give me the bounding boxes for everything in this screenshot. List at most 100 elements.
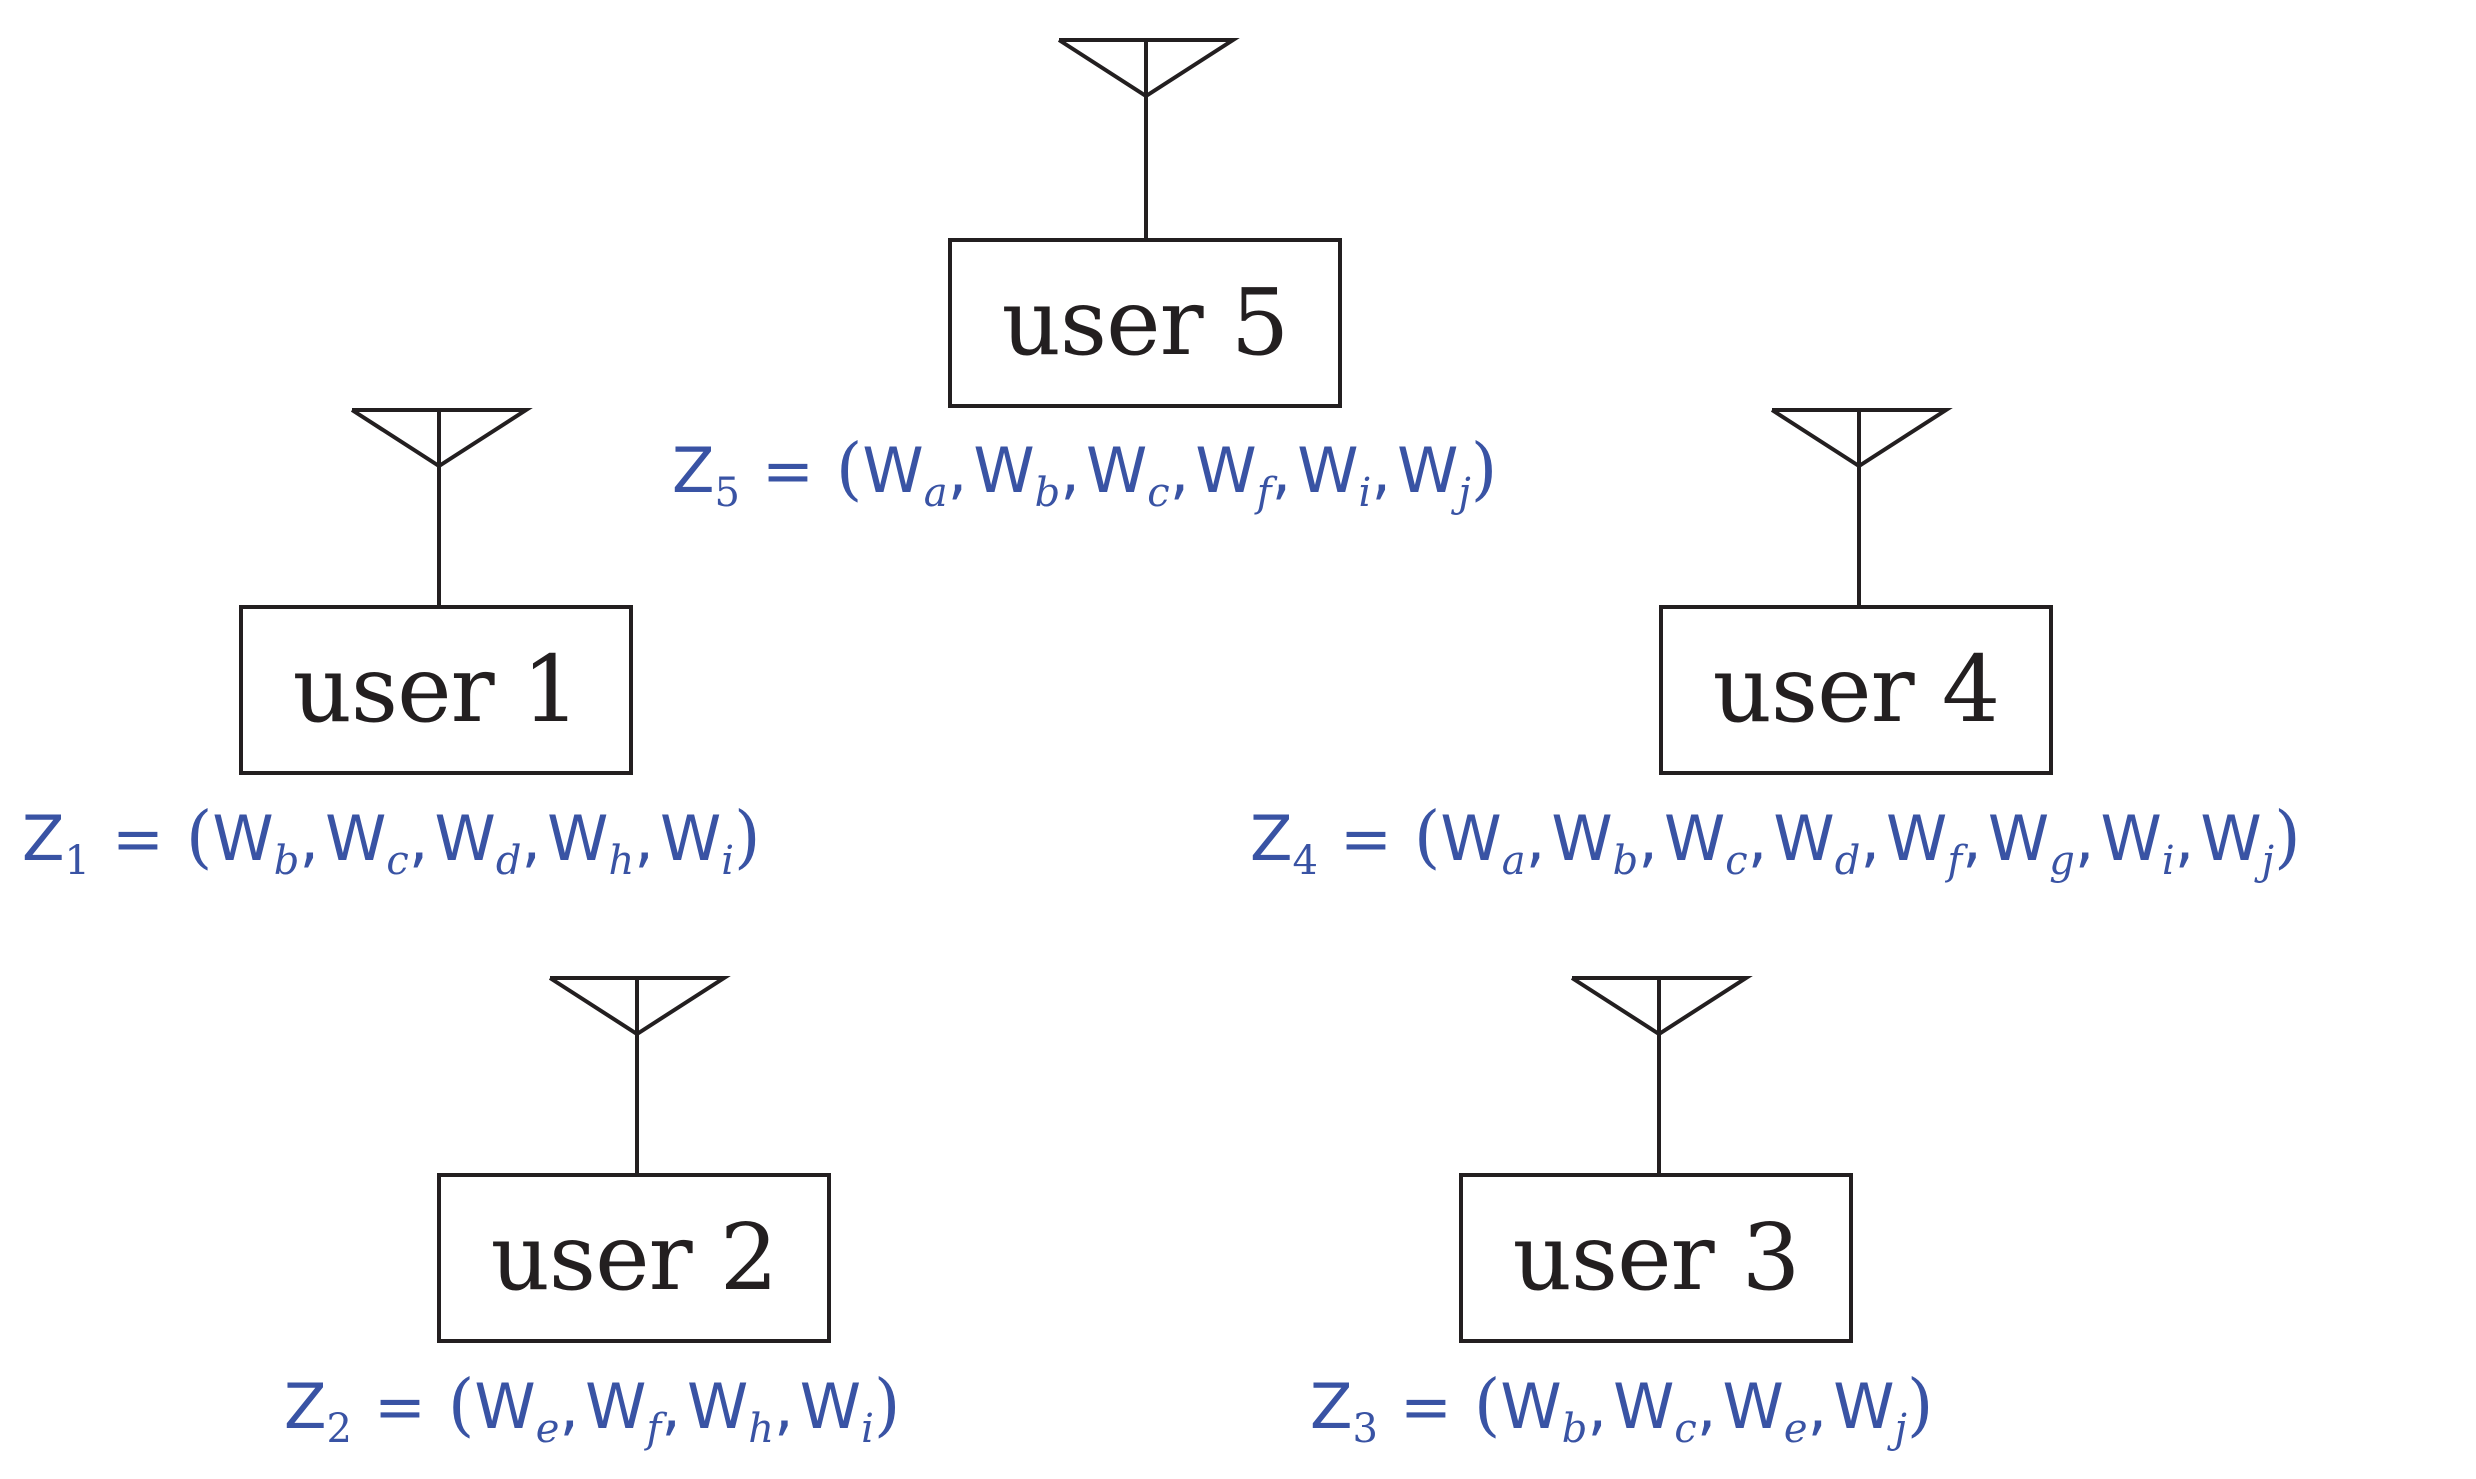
file-symbol: W	[686, 1370, 749, 1443]
file-term: Wd	[1773, 802, 1860, 882]
file-term: Wg	[1987, 802, 2075, 882]
file-index: j	[1458, 470, 1471, 516]
comma-separator: ,	[1696, 1370, 1717, 1443]
cache-symbol: Z	[1310, 1370, 1353, 1443]
comma-separator: ,	[1371, 434, 1392, 507]
file-symbol: W	[2100, 802, 2162, 875]
file-index: f	[1947, 838, 1963, 884]
comma-separator: ,	[1060, 434, 1080, 507]
open-paren: (	[1473, 1366, 1501, 1445]
close-paren: )	[1906, 1366, 1934, 1445]
comma-separator: ,	[1525, 802, 1546, 875]
user-box: user 2	[437, 1173, 831, 1343]
comma-separator: ,	[2074, 802, 2095, 875]
file-term: Wb	[1500, 1370, 1587, 1450]
equals-sign: =	[1339, 802, 1392, 875]
user-box: user 5	[948, 238, 1342, 408]
file-index: c	[386, 838, 409, 884]
file-index: c	[1147, 470, 1170, 516]
file-term: We	[474, 1370, 559, 1450]
comma-separator: ,	[1860, 802, 1881, 875]
file-index: h	[608, 838, 635, 884]
file-index: b	[1034, 470, 1061, 516]
open-paren: (	[835, 430, 863, 509]
comma-separator: ,	[2174, 802, 2195, 875]
user-box: user 4	[1659, 605, 2053, 775]
antenna-icon	[1057, 38, 1240, 242]
comma-separator: ,	[1587, 1370, 1608, 1443]
file-index: a	[923, 470, 948, 516]
close-paren: )	[734, 798, 761, 877]
file-term: Wi	[659, 802, 734, 882]
cache-symbol: Z	[1250, 802, 1293, 875]
comma-separator: ,	[299, 802, 320, 875]
file-term: Wf	[1195, 434, 1271, 514]
file-index: d	[1834, 838, 1861, 884]
file-term: Wc	[1086, 434, 1170, 514]
file-index: h	[748, 1406, 775, 1452]
file-term: We	[1722, 1370, 1808, 1450]
file-symbol: W	[1722, 1370, 1784, 1443]
cache-equation: Z2=(We,Wf,Wh,Wi)	[284, 1370, 900, 1450]
cache-symbol: Z	[672, 434, 715, 507]
file-term: Wc	[1664, 802, 1748, 882]
open-paren: (	[185, 798, 213, 877]
user-label: user 4	[1712, 636, 2001, 743]
file-term: Wi	[800, 1370, 874, 1450]
user-label: user 3	[1512, 1204, 1801, 1311]
file-index: e	[535, 1406, 560, 1452]
file-term: Wb	[1551, 802, 1638, 882]
file-index: f	[1256, 470, 1272, 516]
file-index: i	[861, 1406, 874, 1452]
user-box: user 3	[1459, 1173, 1853, 1343]
cache-equation: Z5=(Wa,Wb,Wc,Wf,Wi,Wj)	[672, 434, 1497, 514]
file-symbol: W	[585, 1370, 647, 1443]
cache-index: 1	[64, 838, 90, 884]
file-symbol: W	[1195, 434, 1257, 507]
equals-sign: =	[373, 1370, 426, 1443]
open-paren: (	[447, 1366, 475, 1445]
file-symbol: W	[1500, 1370, 1562, 1443]
antenna-icon	[1570, 976, 1753, 1180]
comma-separator: ,	[1271, 434, 1292, 507]
comma-separator: ,	[947, 434, 968, 507]
comma-separator: ,	[1638, 802, 1658, 875]
file-symbol: W	[1440, 802, 1502, 875]
file-index: c	[1725, 838, 1748, 884]
comma-separator: ,	[634, 802, 654, 875]
file-index: i	[1358, 470, 1372, 516]
file-term: Wf	[585, 1370, 661, 1450]
equals-sign: =	[761, 434, 814, 507]
file-index: j	[2261, 838, 2275, 884]
file-term: Wa	[862, 434, 947, 514]
antenna-icon	[1770, 408, 1953, 612]
file-symbol: W	[659, 802, 722, 875]
file-index: i	[2161, 838, 2175, 884]
file-index: i	[721, 838, 735, 884]
file-index: b	[273, 838, 300, 884]
file-symbol: W	[1297, 434, 1359, 507]
file-index: b	[1612, 838, 1639, 884]
comma-separator: ,	[661, 1370, 681, 1443]
comma-separator: ,	[521, 802, 542, 875]
comma-separator: ,	[1747, 802, 1768, 875]
antenna-icon	[548, 976, 731, 1180]
file-term: Wi	[1297, 434, 1371, 514]
file-index: f	[646, 1406, 662, 1452]
file-index: e	[1783, 1406, 1808, 1452]
cache-index: 3	[1352, 1406, 1378, 1452]
file-index: c	[1674, 1406, 1697, 1452]
file-symbol: W	[474, 1370, 536, 1443]
file-term: Wd	[435, 802, 522, 882]
comma-separator: ,	[1962, 802, 1982, 875]
file-term: Wi	[2100, 802, 2175, 882]
file-term: Wc	[325, 802, 409, 882]
cache-index: 2	[326, 1406, 352, 1452]
user-label: user 5	[1001, 269, 1290, 376]
file-symbol: W	[1397, 434, 1459, 507]
file-symbol: W	[1551, 802, 1613, 875]
comma-separator: ,	[1169, 434, 1190, 507]
file-symbol: W	[1987, 802, 2050, 875]
file-symbol: W	[1833, 1370, 1895, 1443]
file-term: Wj	[2200, 802, 2274, 882]
